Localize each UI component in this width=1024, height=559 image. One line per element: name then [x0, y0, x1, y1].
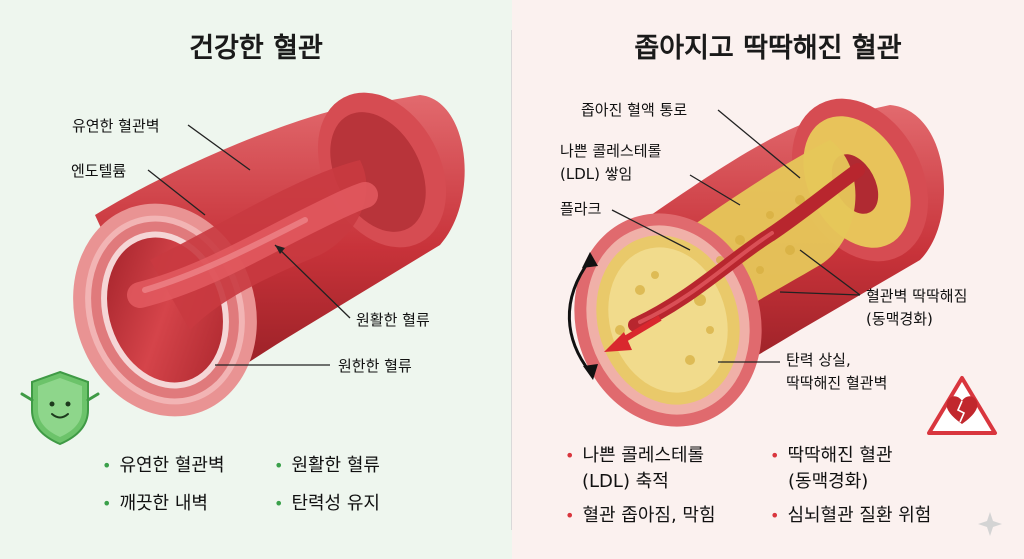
healthy-bullet-3: •깨끗한 내벽 [102, 493, 208, 514]
healthy-vessel-illustration [73, 92, 465, 417]
risk-bullet-1-line2: (LDL) 축적 [582, 471, 669, 492]
risk-bullet-1-line1: •나쁜 콜레스테롤 [565, 445, 705, 466]
risk-bullet-4: •심뇌혈관 질환 위험 [770, 505, 932, 526]
label-ample-flow: 원한한 혈류 [338, 357, 412, 375]
broken-heart-warning-icon [927, 376, 997, 435]
risk-bullet-3: •혈관 좁아짐, 막힘 [565, 505, 716, 526]
label-narrow-path: 좁아진 혈액 통로 [581, 101, 688, 119]
label-hardened-line1: 혈관벽 딱딱해짐 [866, 287, 968, 305]
sparkle-icon [978, 512, 1002, 536]
label-elastic-line2: 딱딱해진 혈관벽 [786, 374, 888, 392]
narrowed-vessel-illustration [567, 98, 944, 427]
panel-divider [511, 30, 512, 530]
label-hardened-line2: (동맥경화) [866, 310, 933, 328]
healthy-bullet-2: •원활한 혈류 [274, 455, 380, 476]
risk-bullet-2-line2: (동맥경화) [788, 471, 869, 492]
healthy-vessel-title: 건강한 혈관 [189, 33, 323, 64]
label-ldl-line2: (LDL) 쌓임 [560, 165, 633, 183]
narrowed-vessel-title: 좁아지고 딱딱해진 혈관 [634, 33, 902, 64]
healthy-bullet-1: •유연한 혈관벽 [102, 455, 225, 476]
label-endothelium: 엔도텔륨 [71, 162, 127, 180]
risk-bullet-2-line1: •딱딱해진 혈관 [770, 445, 893, 466]
healthy-bullet-4: •탄력성 유지 [274, 493, 380, 514]
label-flexible-wall: 유연한 혈관벽 [72, 117, 160, 135]
label-plaque: 플라크 [560, 200, 602, 218]
label-smooth-flow: 원활한 혈류 [356, 311, 430, 329]
label-ldl-line1: 나쁜 콜레스테롤 [560, 142, 662, 160]
label-elastic-line1: 탄력 상실, [786, 351, 851, 369]
smiling-shield-icon [20, 370, 100, 446]
